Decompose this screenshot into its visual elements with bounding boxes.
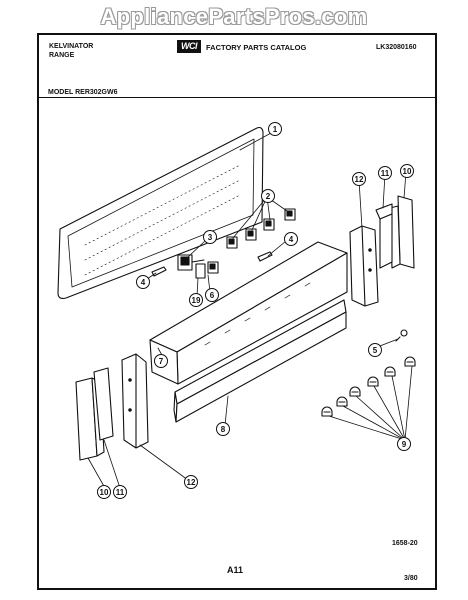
svg-text:10: 10 (100, 488, 109, 497)
callout-2: 2 (261, 189, 275, 203)
svg-text:4: 4 (289, 235, 294, 244)
control-panel-trim (173, 299, 347, 423)
svg-text:11: 11 (381, 169, 390, 178)
drawing-code: 1658-20 (392, 540, 418, 547)
callout-9: 9 (397, 437, 411, 451)
svg-text:7: 7 (159, 357, 164, 366)
callout-8: 8 (216, 422, 230, 436)
backguard-glass-panel (57, 126, 264, 299)
right-bracket (375, 203, 393, 269)
svg-text:19: 19 (192, 296, 201, 305)
svg-text:12: 12 (187, 478, 196, 487)
page-number: A11 (227, 565, 244, 575)
model-divider (37, 97, 437, 98)
product-type: RANGE (49, 52, 75, 59)
infinite-switches (226, 208, 296, 249)
catalog-title: FACTORY PARTS CATALOG (206, 43, 307, 52)
callout-12-right: 12 (352, 172, 366, 186)
catalog-frame (37, 33, 437, 590)
callout-10-right: 10 (400, 164, 414, 178)
svg-text:8: 8 (221, 425, 226, 434)
revision-date: 3/80 (404, 575, 418, 582)
callout-1: 1 (268, 122, 282, 136)
oven-thermostat (177, 254, 205, 271)
catalog-number: LK32080160 (376, 44, 417, 51)
control-knobs (321, 356, 416, 417)
model-label: MODEL RER302GW6 (48, 89, 118, 96)
callout-4-right: 4 (284, 232, 298, 246)
callout-11-left: 11 (113, 485, 127, 499)
control-panel (149, 241, 348, 385)
left-side-panel (121, 353, 149, 449)
callout-10-left: 10 (97, 485, 111, 499)
callout-5: 5 (368, 343, 382, 357)
svg-text:6: 6 (210, 291, 215, 300)
svg-text:11: 11 (116, 488, 125, 497)
callout-7: 7 (154, 354, 168, 368)
callout-12-left: 12 (184, 475, 198, 489)
svg-text:9: 9 (402, 440, 407, 449)
svg-text:10: 10 (403, 167, 412, 176)
callout-6: 6 (205, 288, 219, 302)
watermark: AppliancePartsPros.com (100, 4, 368, 29)
callout-11-right: 11 (378, 166, 392, 180)
callout-19: 19 (189, 293, 203, 307)
svg-text:1: 1 (273, 125, 278, 134)
svg-text:5: 5 (373, 346, 378, 355)
callout-3: 3 (203, 230, 217, 244)
svg-text:2: 2 (266, 192, 271, 201)
callout-4-left: 4 (136, 275, 150, 289)
selector-switch (195, 261, 219, 279)
wci-logo: WCI (177, 40, 201, 53)
svg-text:12: 12 (355, 175, 364, 184)
brand-name: KELVINATOR (49, 43, 94, 50)
svg-text:4: 4 (141, 278, 146, 287)
left-bracket (93, 367, 114, 441)
svg-text:3: 3 (208, 233, 213, 242)
